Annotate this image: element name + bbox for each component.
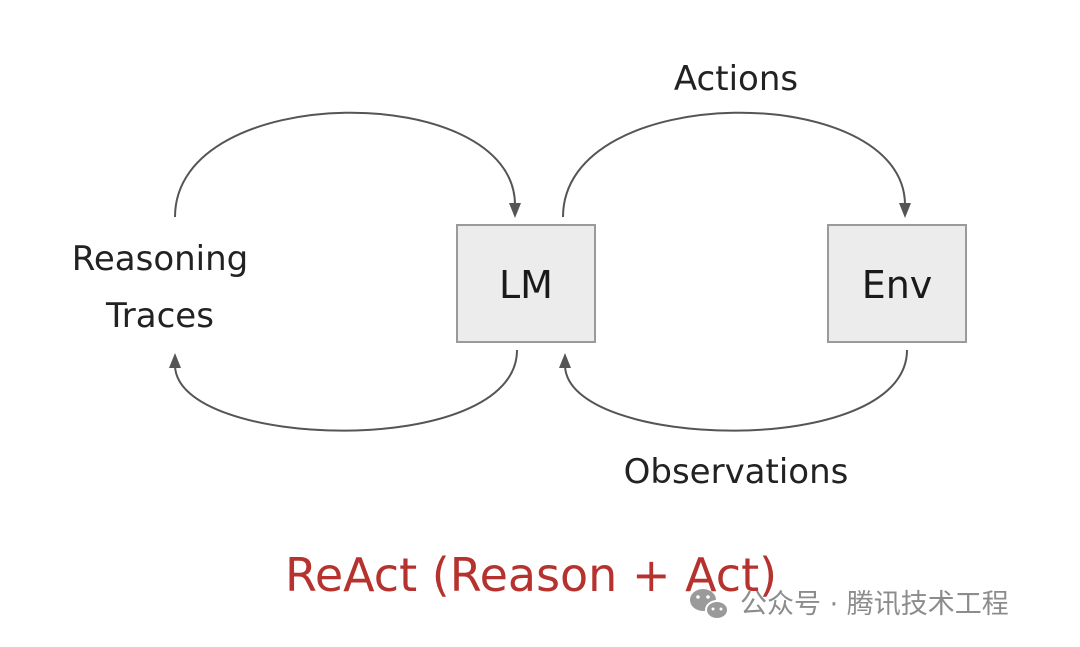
lm-label: LM (499, 263, 553, 307)
reasoning-label-line2: Traces (105, 296, 214, 336)
wechat-icon (690, 589, 729, 620)
observations-arrowhead (559, 353, 571, 368)
arrows (169, 111, 911, 432)
env-label: Env (862, 263, 933, 307)
watermark: 公众号 · 腾讯技术工程 (690, 589, 1009, 620)
lm-box (456, 224, 596, 343)
env-node: Env (827, 224, 967, 343)
observations-arc (564, 349, 908, 432)
lm-node: LM (456, 224, 596, 343)
actions-arrowhead (899, 203, 911, 218)
actions-arc (562, 111, 906, 218)
reasoning-to-lm-arc (174, 111, 516, 218)
observations-label: Observations (624, 452, 849, 492)
reasoning-label-line1: Reasoning (72, 239, 249, 279)
lm-to-reasoning-arrowhead (169, 353, 181, 368)
actions-label: Actions (674, 59, 798, 99)
env-box (827, 224, 967, 343)
lm-to-reasoning-arc (174, 349, 518, 432)
reasoning-to-lm-arrowhead (509, 203, 521, 218)
watermark-text: 公众号 · 腾讯技术工程 (740, 589, 1009, 620)
